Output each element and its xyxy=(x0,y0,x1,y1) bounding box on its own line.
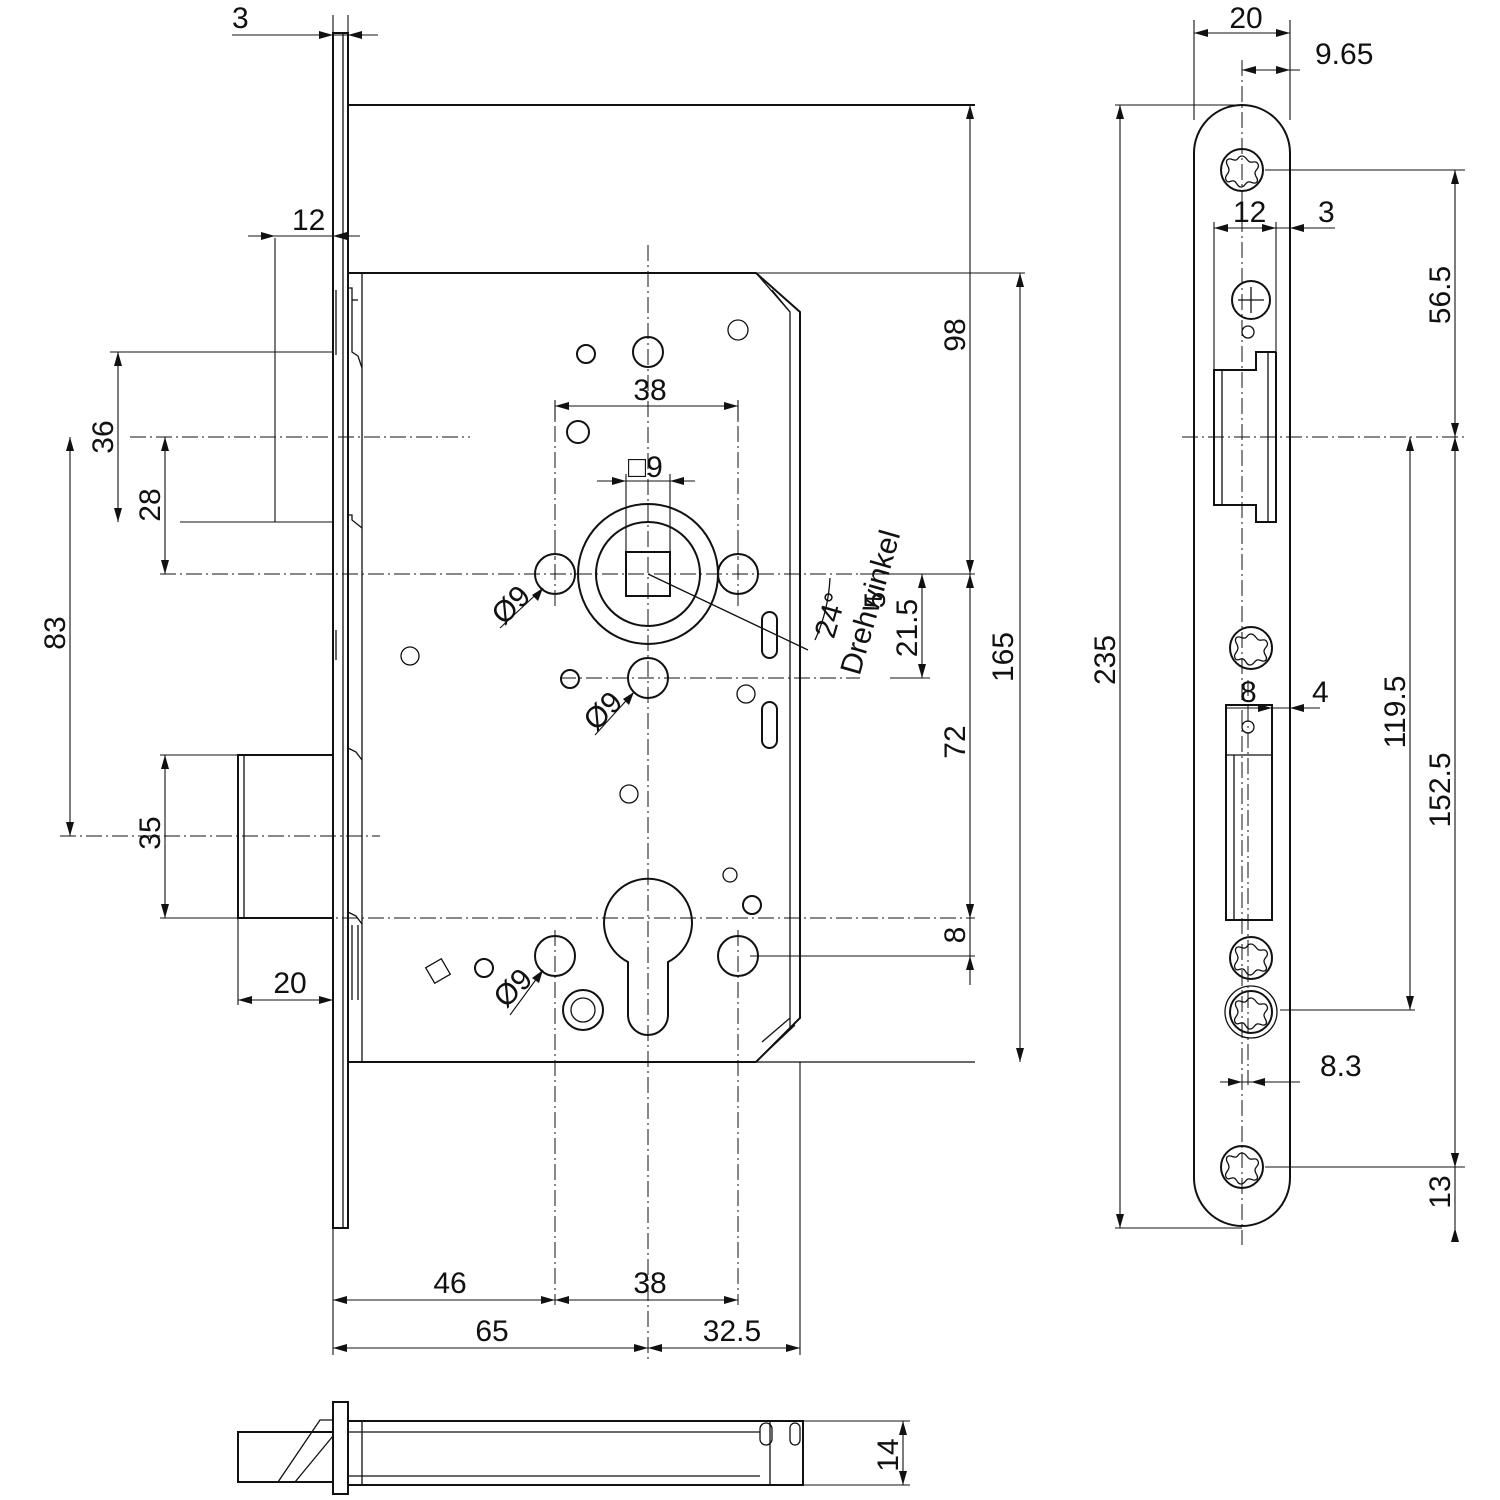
bolt-slot xyxy=(1225,704,1273,921)
dim-case-depth: 14 xyxy=(872,1438,905,1471)
dim-handle-to-cylinder: 72 xyxy=(939,725,972,758)
forend-plate xyxy=(332,32,349,1229)
cylinder-cutout xyxy=(603,877,693,1036)
latch-bolt xyxy=(335,287,363,660)
dim-handle-to-bolt: 83 xyxy=(39,616,72,649)
dim-top-screw-to-handle: 56.5 xyxy=(1424,266,1457,324)
faceplate-dimension-lines xyxy=(1116,29,1459,1242)
lower-screw-icon xyxy=(1229,936,1273,980)
dim-face-thickness: 3 xyxy=(232,2,249,35)
dim-bolt-projection: 20 xyxy=(273,967,306,1000)
fixing-holes xyxy=(400,319,778,1031)
dim-handle-to-latch-edge: 28 xyxy=(134,488,167,521)
dim-bolt-slot-offset: 4 xyxy=(1312,676,1329,709)
dim-plate-width: 20 xyxy=(1229,2,1262,35)
dim-latch-slot-offset: 3 xyxy=(1318,196,1335,229)
dim-backset: 65 xyxy=(475,1315,508,1348)
dim-latch-to-handle: 36 xyxy=(87,420,120,453)
dim-backset-right: 32.5 xyxy=(703,1315,761,1348)
dim-backset-left: 46 xyxy=(433,1267,466,1300)
dim-latch-slot-width: 12 xyxy=(1233,196,1266,229)
dimension-lines xyxy=(66,31,1024,1352)
dim-cylinder-to-hole: 8 xyxy=(939,927,972,944)
middle-screw-icon xyxy=(1229,626,1273,670)
dim-spindle-square: □9 xyxy=(628,451,663,484)
dim-hole-dia-upper: Ø9 xyxy=(485,579,537,631)
dim-cylinder-spacing: 38 xyxy=(633,1267,666,1300)
faceplate-labels: 20 9.65 12 3 235 56.5 119.5 152.5 8 4 8.… xyxy=(1089,2,1457,1209)
dim-hole-dia-cylinder: Ø9 xyxy=(487,962,539,1014)
faceplate-screws xyxy=(1220,148,1278,1189)
dim-plate-height: 235 xyxy=(1089,635,1122,685)
front-view-labels: 3 12 36 28 83 35 20 38 □9 Ø9 Ø9 Ø9 24° D… xyxy=(39,2,1020,1348)
faceplate-side-view: 20 9.65 12 3 235 56.5 119.5 152.5 8 4 8.… xyxy=(1089,2,1465,1245)
dim-hole-dia-lower: Ø9 xyxy=(577,685,629,737)
dim-handle-to-lower-screw: 119.5 xyxy=(1379,676,1412,749)
lock-body-bottom-view: 14 xyxy=(237,1401,910,1495)
extension-lines xyxy=(110,15,1025,1355)
cylinder-screw-icon xyxy=(1229,990,1273,1034)
dim-case-height: 165 xyxy=(987,632,1020,682)
center-lines xyxy=(60,245,975,1360)
dim-bottom-screw-to-end: 13 xyxy=(1424,1175,1457,1208)
dim-latch-projection: 12 xyxy=(292,204,325,237)
lock-body-front-view: 3 12 36 28 83 35 20 38 □9 Ø9 Ø9 Ø9 24° D… xyxy=(39,2,1025,1360)
faceplate-extension-lines xyxy=(1115,20,1465,1229)
dim-handle-to-bottom-screw: 152.5 xyxy=(1424,752,1457,827)
dim-screw-offset: 9.65 xyxy=(1315,38,1373,71)
dim-case-top-to-handle: 98 xyxy=(939,318,972,351)
dim-lower-screw-offset: 8.3 xyxy=(1320,1050,1362,1083)
dim-bolt-slot-width: 8 xyxy=(1240,676,1257,709)
dim-rotation-offset: 5 xyxy=(859,592,892,609)
dim-handle-spacing: 38 xyxy=(633,374,666,407)
dim-spindle-to-follower: 21.5 xyxy=(891,599,924,657)
dim-bolt-height: 35 xyxy=(134,816,167,849)
